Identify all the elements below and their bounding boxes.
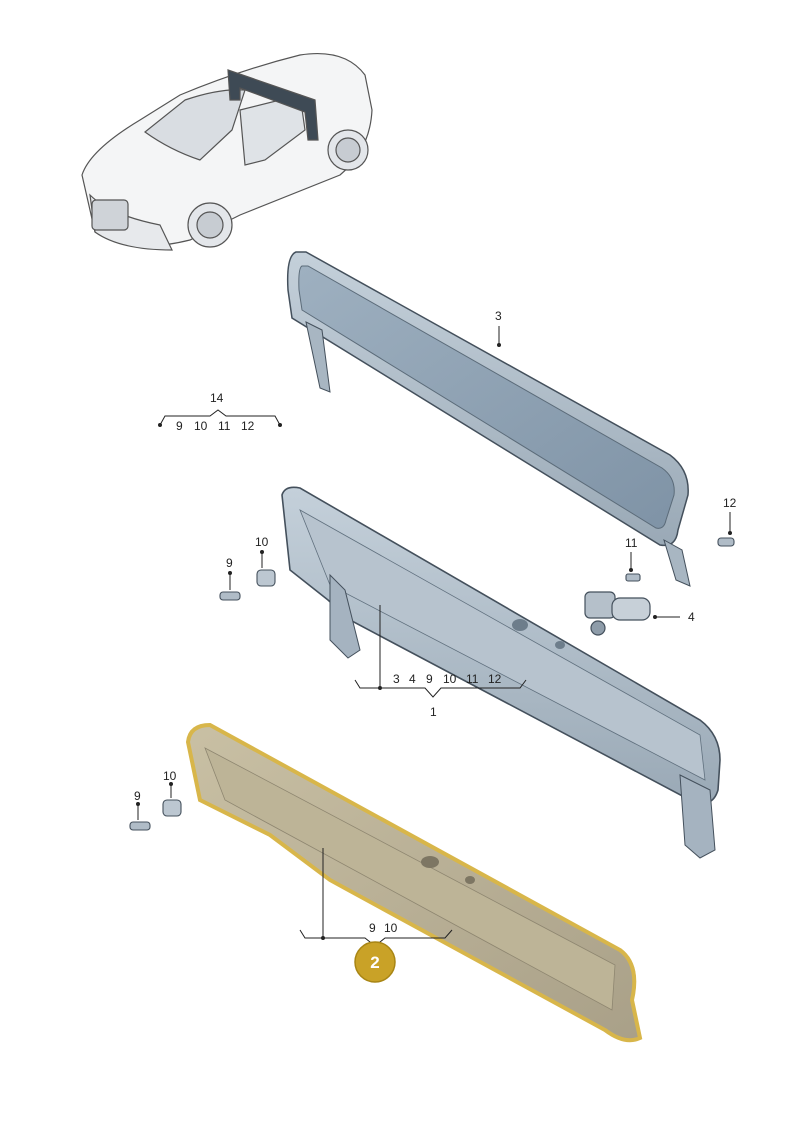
label-group-14-item-9: 9 (176, 419, 183, 433)
label-motor-4: 4 (688, 610, 695, 624)
label-bushing-10-lower: 10 (163, 769, 177, 783)
label-group-1-item-9: 9 (426, 672, 433, 686)
label-group-14: 14 (210, 391, 224, 405)
screw-9-upper (219, 591, 241, 601)
label-group-1-item-3: 3 (393, 672, 400, 686)
bushing-10-upper (256, 569, 276, 587)
label-screw-9-upper: 9 (226, 556, 233, 570)
label-group-14-item-10: 10 (194, 419, 208, 433)
label-group-1-item-11: 11 (466, 672, 479, 686)
label-group-1-item-4: 4 (409, 672, 416, 686)
label-screw-12: 12 (723, 496, 737, 510)
car-illustration (81, 52, 373, 251)
label-group-14-item-11: 11 (218, 419, 231, 433)
lower-fasteners (129, 799, 182, 831)
wind-deflector-part-3 (286, 251, 691, 587)
part-2-badge: 2 (354, 941, 396, 983)
screw-12 (717, 537, 735, 547)
label-group-2-item-10: 10 (384, 921, 398, 935)
frame-part-2-highlighted (185, 722, 643, 1043)
label-group-1: 1 (430, 705, 437, 719)
frame-part-1 (281, 486, 721, 859)
label-group-1-item-12: 12 (488, 672, 502, 686)
upper-fasteners (219, 537, 735, 601)
label-screw-9-lower: 9 (134, 789, 141, 803)
label-group-2-item-9: 9 (369, 921, 376, 935)
bushing-10-lower (162, 799, 182, 817)
car-windscreen-highlight (227, 69, 319, 141)
part-labels: 3 14 9 10 11 12 12 11 4 9 10 3 4 9 10 11… (134, 309, 737, 935)
motor-part-4 (584, 591, 651, 636)
label-part-3: 3 (495, 309, 502, 323)
screw-9-lower (129, 821, 151, 831)
leader-dots (136, 343, 732, 940)
label-group-1-item-10: 10 (443, 672, 457, 686)
label-group-14-item-12: 12 (241, 419, 255, 433)
screw-11 (625, 573, 641, 582)
label-screw-11: 11 (625, 536, 638, 550)
badge-label: 2 (370, 953, 379, 972)
label-bushing-10-upper: 10 (255, 535, 269, 549)
